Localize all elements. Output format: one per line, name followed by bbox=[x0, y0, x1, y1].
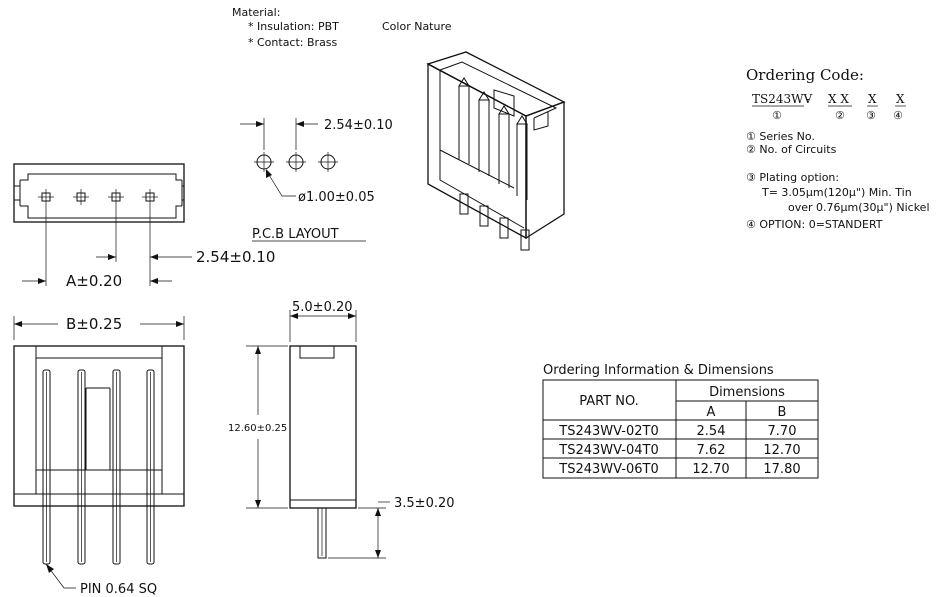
material-heading: Material: bbox=[232, 6, 280, 19]
top-pin-2 bbox=[73, 189, 89, 205]
table-row: TS243WV-04T0 7.62 12.70 bbox=[558, 443, 800, 458]
table-row: TS243WV-02T0 2.54 7.70 bbox=[558, 424, 796, 439]
top-view: 2.54±0.10 A±0.20 bbox=[13, 163, 275, 290]
material-block: Material: * Insulation: PBT * Contact: B… bbox=[232, 6, 452, 49]
table-cell-a: 7.62 bbox=[697, 443, 726, 458]
pcb-hole-2 bbox=[286, 152, 306, 172]
table-title: Ordering Information & Dimensions bbox=[543, 363, 774, 378]
code-part-plating: X bbox=[868, 92, 877, 106]
pcb-pitch-label: 2.54±0.10 bbox=[324, 118, 393, 133]
table-cell-b: 12.70 bbox=[763, 443, 800, 458]
table-row: TS243WV-06T0 12.70 17.80 bbox=[558, 462, 800, 477]
side-height-label: 12.60±0.25 bbox=[228, 423, 287, 434]
code-item-option: ④ OPTION: 0=STANDERT bbox=[746, 218, 883, 231]
code-item-plating-tin: T= 3.05μm(120μ") Min. Tin bbox=[761, 186, 912, 199]
top-pin-1 bbox=[38, 189, 54, 205]
code-item-plating-nickel: over 0.76μm(30μ") Nickel bbox=[788, 201, 930, 214]
ordering-table: Ordering Information & Dimensions PART N… bbox=[542, 363, 819, 479]
iso-pin-1 bbox=[458, 77, 470, 215]
pin-length-label: 3.5±0.20 bbox=[394, 496, 455, 511]
dim-a-label: A±0.20 bbox=[66, 272, 122, 290]
material-insulation: * Insulation: PBT bbox=[248, 20, 339, 33]
table-header-dimensions: Dimensions bbox=[709, 385, 785, 400]
pcb-hole-3 bbox=[318, 152, 338, 172]
table-header-b: B bbox=[778, 405, 787, 420]
ordering-code: Ordering Code: TS243WV - X X X X ① ② ③ ④… bbox=[746, 66, 930, 231]
code-item-series: ① Series No. bbox=[746, 130, 815, 143]
table-header-part: PART NO. bbox=[579, 394, 639, 409]
iso-pin-3 bbox=[498, 105, 510, 239]
material-color: Color Nature bbox=[382, 20, 452, 33]
top-pin-3 bbox=[108, 189, 124, 205]
front-view: B±0.25 PIN 0.64 SQ bbox=[13, 315, 185, 597]
dim-b-label: B±0.25 bbox=[66, 315, 122, 333]
table-cell-a: 2.54 bbox=[697, 424, 726, 439]
code-part-circuits: X X bbox=[828, 92, 849, 106]
ordering-code-title: Ordering Code: bbox=[746, 66, 864, 84]
pcb-hole-label: ø1.00±0.05 bbox=[298, 190, 375, 205]
material-contact: * Contact: Brass bbox=[248, 36, 338, 49]
top-pitch-label: 2.54±0.10 bbox=[196, 248, 275, 266]
table-cell-part: TS243WV-04T0 bbox=[558, 443, 658, 458]
code-item-circuits: ② No. of Circuits bbox=[746, 143, 837, 156]
pin-label: PIN 0.64 SQ bbox=[80, 582, 157, 597]
pcb-layout-label: P.C.B LAYOUT bbox=[252, 227, 339, 242]
code-mark-4: ④ bbox=[893, 109, 903, 122]
front-pin-1 bbox=[42, 369, 51, 565]
pcb-layout: 2.54±0.10 ø1.00±0.05 P.C.B LAYOUT bbox=[240, 118, 393, 242]
front-pin-4 bbox=[146, 369, 155, 565]
code-series: TS243WV bbox=[752, 92, 812, 106]
code-item-plating: ③ Plating option: bbox=[746, 171, 839, 184]
top-pin-4 bbox=[142, 189, 158, 205]
code-mark-3: ③ bbox=[866, 109, 876, 122]
table-cell-part: TS243WV-06T0 bbox=[558, 462, 658, 477]
side-width-label: 5.0±0.20 bbox=[292, 300, 353, 315]
pcb-hole-1 bbox=[254, 152, 274, 172]
isometric-view bbox=[426, 51, 566, 251]
table-cell-a: 12.70 bbox=[692, 462, 729, 477]
front-pin-2 bbox=[77, 369, 86, 565]
code-mark-1: ① bbox=[772, 109, 782, 122]
table-cell-part: TS243WV-02T0 bbox=[558, 424, 658, 439]
iso-pin-2 bbox=[478, 91, 490, 227]
table-cell-b: 7.70 bbox=[768, 424, 797, 439]
code-dash: - bbox=[806, 92, 810, 106]
side-view: 5.0±0.20 12.60±0.25 3.5±0.20 bbox=[228, 300, 455, 559]
front-pin-3 bbox=[112, 369, 121, 565]
table-cell-b: 17.80 bbox=[763, 462, 800, 477]
code-mark-2: ② bbox=[835, 109, 845, 122]
table-header-a: A bbox=[707, 405, 716, 420]
iso-pin-4 bbox=[516, 115, 530, 251]
code-part-option: X bbox=[896, 92, 905, 106]
